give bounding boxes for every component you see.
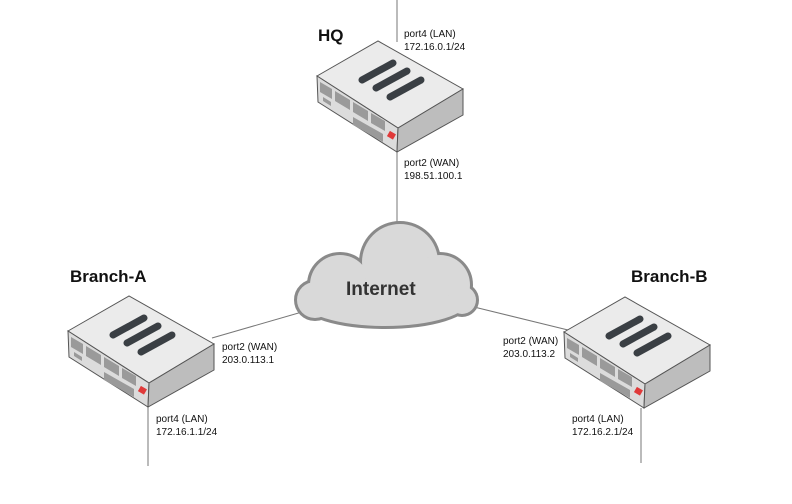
hq-wan-port: port2 (WAN) (404, 158, 460, 169)
branch-a-wan-link (211, 311, 303, 339)
hq-wan-ip: 198.51.100.1 (404, 171, 463, 182)
links (147, 0, 642, 466)
branch-a-lan-label: port4 (LAN) 172.16.1.1/24 (156, 413, 217, 439)
internet-cloud-icon (294, 221, 479, 329)
internet-label: Internet (346, 279, 416, 300)
branch-a-wan-label: port2 (WAN) 203.0.113.1 (222, 341, 277, 367)
hq-wan-label: port2 (WAN) 198.51.100.1 (404, 157, 462, 183)
branch-a-firewall-icon (68, 296, 214, 407)
hq-firewall-icon (317, 41, 463, 152)
branch-b-lan-label: port4 (LAN) 172.16.2.1/24 (572, 413, 633, 439)
hq-name: HQ (318, 26, 344, 45)
branch-a-lan-port: port4 (LAN) (156, 414, 208, 425)
branch-b-lan-ip: 172.16.2.1/24 (572, 427, 634, 438)
branch-b-wan-label: port2 (WAN) 203.0.113.2 (503, 335, 558, 361)
branch-b-wan-link (469, 305, 569, 331)
hq-lan-ip: 172.16.0.1/24 (404, 42, 466, 53)
branch-a-wan-ip: 203.0.113.1 (222, 355, 275, 366)
branch-a-lan-ip: 172.16.1.1/24 (156, 427, 218, 438)
branch-b-name: Branch-B (631, 267, 708, 286)
branch-b-wan-port: port2 (WAN) (503, 336, 559, 347)
branch-b-wan-ip: 203.0.113.2 (503, 349, 556, 360)
branch-a-wan-port: port2 (WAN) (222, 342, 278, 353)
hq-lan-label: port4 (LAN) 172.16.0.1/24 (404, 28, 465, 54)
branch-a-name: Branch-A (70, 267, 147, 286)
branch-b-lan-port: port4 (LAN) (572, 414, 624, 425)
branch-b-firewall-icon (564, 297, 710, 408)
hq-lan-port: port4 (LAN) (404, 29, 456, 40)
